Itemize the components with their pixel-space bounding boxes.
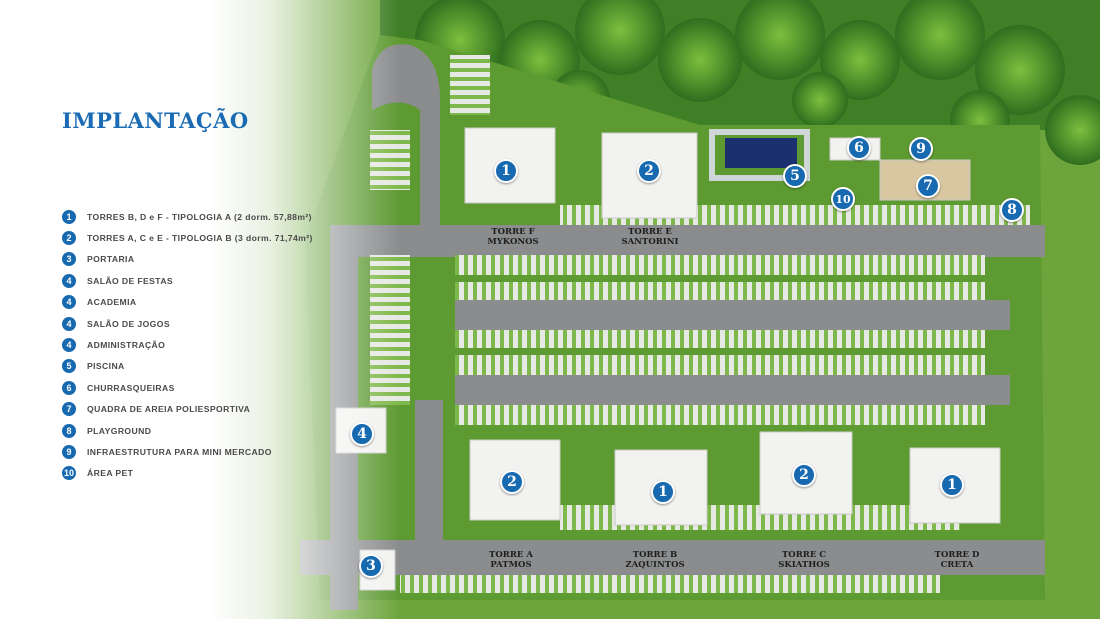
legend-number-badge: 2 xyxy=(62,231,76,246)
legend-item: 3 PORTARIA xyxy=(62,249,313,270)
legend: 1 TORRES B, D e F - TIPOLOGIA A (2 dorm. … xyxy=(62,206,313,484)
tower-label-line: CRETA xyxy=(940,560,974,570)
map-marker[interactable]: 5 xyxy=(783,164,807,188)
white-fade-panel xyxy=(0,0,420,619)
legend-label: ADMINISTRAÇÃO xyxy=(87,340,166,351)
map-marker[interactable]: 2 xyxy=(637,159,661,183)
tower-label-line: ZAQUINTOS xyxy=(625,560,685,570)
legend-item: 2 TORRES A, C e E - TIPOLOGIA B (3 dorm. … xyxy=(62,227,313,248)
tower-label-line: SANTORINI xyxy=(621,237,679,247)
legend-label: SALÃO DE JOGOS xyxy=(87,318,170,329)
legend-label: QUADRA DE AREIA POLIESPORTIVA xyxy=(87,404,251,415)
legend-item: 4 SALÃO DE JOGOS xyxy=(62,313,313,334)
legend-number-badge: 1 xyxy=(62,209,76,224)
legend-number-badge: 9 xyxy=(62,444,76,459)
tower-label-line: SKIATHOS xyxy=(778,560,830,570)
legend-item: 4 ACADEMIA xyxy=(62,292,313,313)
map-marker[interactable]: 1 xyxy=(494,159,518,183)
legend-number-badge: 4 xyxy=(62,338,76,353)
legend-label: TORRES B, D e F - TIPOLOGIA A (2 dorm. 5… xyxy=(87,211,312,222)
tower-label-line: TORRE E xyxy=(628,227,672,237)
legend-label: CHURRASQUEIRAS xyxy=(87,382,175,393)
legend-item: 4 SALÃO DE FESTAS xyxy=(62,270,313,291)
map-marker[interactable]: 2 xyxy=(500,470,524,494)
map-marker[interactable]: 8 xyxy=(1000,198,1024,222)
map-marker[interactable]: 6 xyxy=(847,136,871,160)
legend-item: 1 TORRES B, D e F - TIPOLOGIA A (2 dorm. … xyxy=(62,206,313,227)
tower-label-line: TORRE F xyxy=(491,227,535,237)
legend-number-badge: 6 xyxy=(62,380,76,395)
legend-label: PORTARIA xyxy=(87,254,135,265)
tower-label-line: MYKONOS xyxy=(487,237,539,247)
legend-number-badge: 8 xyxy=(62,423,76,438)
legend-item: 9 INFRAESTRUTURA PARA MINI MERCADO xyxy=(62,441,313,462)
legend-item: 7 QUADRA DE AREIA POLIESPORTIVA xyxy=(62,399,313,420)
tower-label-line: TORRE A xyxy=(489,550,533,560)
page-title: IMPLANTAÇÃO xyxy=(62,108,249,133)
pool xyxy=(725,138,797,168)
legend-label: PLAYGROUND xyxy=(87,425,152,436)
legend-number-badge: 4 xyxy=(62,295,76,310)
legend-number-badge: 5 xyxy=(62,359,76,374)
tower-label-line: TORRE C xyxy=(781,550,827,560)
legend-label: ACADEMIA xyxy=(87,297,137,308)
legend-label: SALÃO DE FESTAS xyxy=(87,275,174,286)
legend-item: 10 ÁREA PET xyxy=(62,463,313,484)
map-marker[interactable]: 1 xyxy=(651,480,675,504)
map-marker[interactable]: 3 xyxy=(359,554,383,578)
tower-label-line: PATMOS xyxy=(490,560,532,570)
map-marker[interactable]: 10 xyxy=(831,187,855,211)
legend-number-badge: 10 xyxy=(62,466,76,481)
legend-item: 4 ADMINISTRAÇÃO xyxy=(62,334,313,355)
legend-label: PISCINA xyxy=(87,361,125,372)
map-marker[interactable]: 7 xyxy=(916,174,940,198)
tower-label-line: TORRE B xyxy=(632,550,678,560)
map-marker[interactable]: 9 xyxy=(909,137,933,161)
legend-label: INFRAESTRUTURA PARA MINI MERCADO xyxy=(87,446,272,457)
map-marker[interactable]: 2 xyxy=(792,463,816,487)
legend-number-badge: 4 xyxy=(62,273,76,288)
legend-number-badge: 7 xyxy=(62,402,76,417)
legend-item: 5 PISCINA xyxy=(62,356,313,377)
legend-label: TORRES A, C e E - TIPOLOGIA B (3 dorm. 7… xyxy=(87,233,313,244)
legend-number-badge: 4 xyxy=(62,316,76,331)
legend-item: 6 CHURRASQUEIRAS xyxy=(62,377,313,398)
tower-label-line: TORRE D xyxy=(934,550,980,560)
legend-item: 8 PLAYGROUND xyxy=(62,420,313,441)
legend-label: ÁREA PET xyxy=(87,468,134,479)
legend-number-badge: 3 xyxy=(62,252,76,267)
map-marker[interactable]: 4 xyxy=(350,422,374,446)
map-marker[interactable]: 1 xyxy=(940,473,964,497)
